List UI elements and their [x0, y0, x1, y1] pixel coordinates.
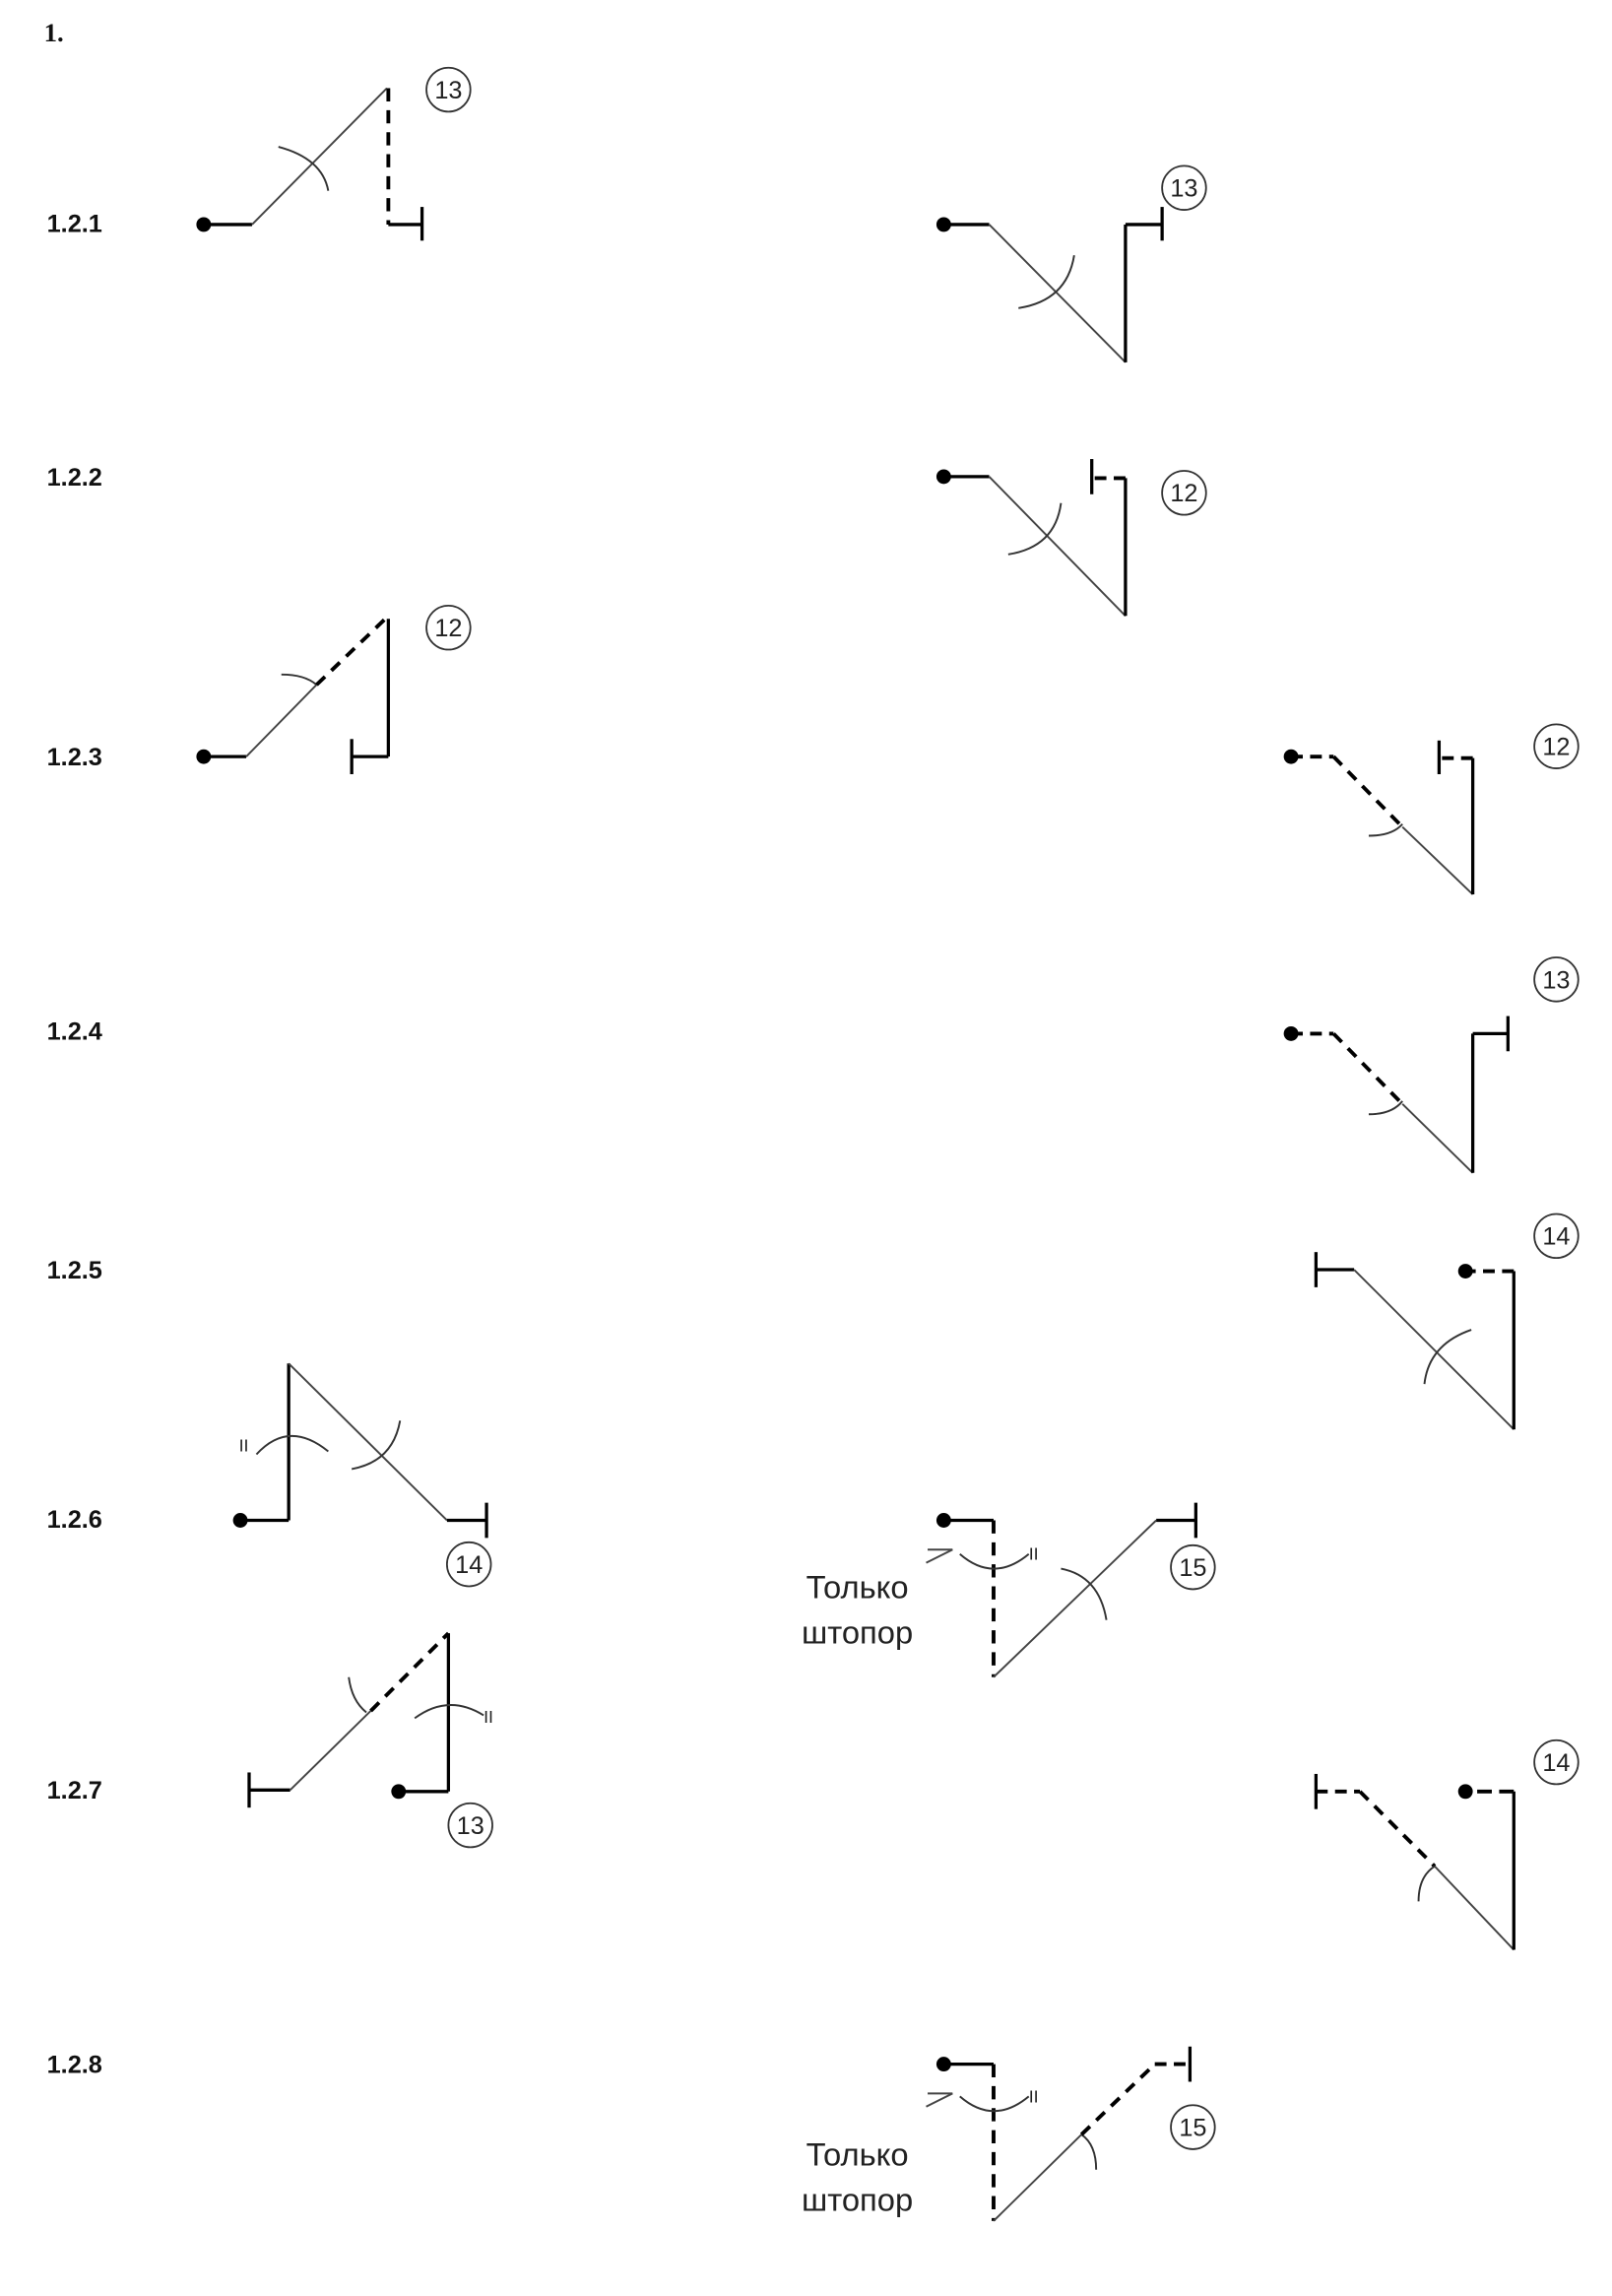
roll-mark: II	[484, 1707, 493, 1727]
figure-number: 13	[1170, 175, 1197, 203]
figure-number-circle	[1161, 470, 1207, 516]
arc-mark	[959, 2095, 1030, 2113]
figure-number-circle	[425, 66, 472, 113]
row-label: 1.2.8	[47, 2052, 102, 2079]
line-segment	[988, 224, 1127, 363]
arc-mark	[1423, 1329, 1472, 1385]
figure-number: 13	[457, 1812, 484, 1840]
figure-1-2-6-col1: II 14	[232, 1362, 492, 1588]
line-segment	[251, 87, 388, 226]
line-segment	[289, 1710, 372, 1792]
dashed-segment	[315, 614, 390, 687]
line-segment	[245, 684, 318, 757]
figure-number: 14	[1542, 1223, 1570, 1251]
row-label: 1.2.7	[47, 1777, 102, 1804]
figure-number: 13	[1542, 966, 1570, 994]
figure-number: 15	[1179, 2115, 1206, 2142]
figure-1-2-5-col4: 14	[1314, 1213, 1580, 1430]
arc-mark	[1018, 255, 1075, 309]
figure-1-2-7-col4: 14	[1314, 1738, 1580, 1951]
figure-number-circle	[1533, 956, 1580, 1003]
dashed-segment	[1358, 1790, 1437, 1869]
figure-number-circle	[1533, 1738, 1580, 1786]
spin-arrow-icon	[926, 2092, 953, 2108]
figure-1-2-3-col4: 12	[1283, 723, 1580, 895]
line-segment	[288, 1362, 448, 1522]
section-title: 1.	[44, 18, 64, 47]
start-dot-icon	[1283, 749, 1299, 764]
arc-mark	[278, 146, 330, 191]
figure-1-2-8-col3: II 15 Только штопор	[802, 2046, 1216, 2222]
spin-only-note: штопор	[802, 2181, 913, 2217]
roll-mark: II	[1029, 2086, 1039, 2106]
line-segment	[1353, 1269, 1515, 1430]
figure-number: 14	[1542, 1749, 1570, 1777]
dashed-segment	[1331, 754, 1404, 828]
line-segment	[988, 476, 1127, 617]
dashed-segment	[369, 1631, 450, 1713]
figure-number: 15	[1179, 1554, 1206, 1582]
start-dot-icon	[1457, 1784, 1473, 1800]
spin-only-note: Только	[806, 2135, 909, 2172]
row-label: 1.2.6	[47, 1506, 102, 1534]
row-label: 1.2.2	[47, 464, 102, 492]
row-label: 1.2.4	[47, 1017, 102, 1045]
arc-mark	[281, 673, 318, 686]
figure-number: 12	[434, 615, 462, 642]
dashed-segment	[1079, 2063, 1157, 2136]
figure-number-circle	[447, 1802, 493, 1849]
dashed-segment	[1331, 1032, 1404, 1106]
figure-1-2-4-col4: 13	[1283, 956, 1580, 1174]
figure-number-circle	[425, 604, 472, 651]
spin-arrow-icon	[926, 1548, 953, 1564]
figure-1-2-7-col1: II 13	[247, 1631, 493, 1849]
arc-mark	[1368, 822, 1403, 837]
figure-number-circle	[446, 1541, 492, 1588]
spin-only-note: штопор	[802, 1614, 913, 1651]
figure-number-circle	[1170, 1543, 1216, 1591]
arc-mark	[959, 1552, 1030, 1570]
figure-number-circle	[1533, 723, 1580, 769]
row-label: 1.2.5	[47, 1257, 102, 1284]
start-dot-icon	[391, 1784, 407, 1800]
figure-number: 12	[1542, 734, 1570, 761]
row-label: 1.2.1	[47, 210, 102, 237]
line-segment	[1401, 825, 1474, 895]
line-segment	[993, 1519, 1157, 1678]
roll-mark: II	[239, 1436, 249, 1456]
line-segment	[1401, 1103, 1474, 1174]
figure-number-circle	[1533, 1213, 1580, 1260]
figure-1-2-6-col3: II 15 Только штопор	[802, 1502, 1216, 1678]
spin-only-note: Только	[806, 1568, 909, 1605]
roll-mark: II	[1029, 1544, 1039, 1564]
figure-1-2-3-col1: 12	[196, 604, 472, 775]
arc-mark	[1007, 502, 1063, 556]
figure-1-2-2-col3: 12	[935, 459, 1207, 617]
arc-mark	[255, 1434, 329, 1456]
figure-1-2-1-col3: 13	[935, 164, 1207, 363]
row-label: 1.2.3	[47, 744, 102, 771]
arc-mark	[1080, 2133, 1098, 2170]
figure-number: 12	[1170, 480, 1197, 507]
arc-mark	[1417, 1865, 1436, 1902]
arc-mark	[414, 1704, 484, 1720]
line-segment	[1434, 1866, 1515, 1951]
figure-number: 13	[434, 77, 462, 104]
arc-mark	[1061, 1567, 1108, 1620]
start-dot-icon	[1283, 1025, 1299, 1041]
arc-mark	[348, 1676, 367, 1714]
arc-mark	[351, 1420, 402, 1471]
figure-number-circle	[1161, 164, 1207, 211]
figure-number: 14	[455, 1551, 483, 1579]
start-dot-icon	[1457, 1264, 1473, 1279]
figure-number-circle	[1170, 2104, 1216, 2150]
line-segment	[993, 2133, 1082, 2222]
arc-mark	[1368, 1100, 1403, 1116]
figure-1-2-1-col1: 13	[196, 66, 472, 241]
